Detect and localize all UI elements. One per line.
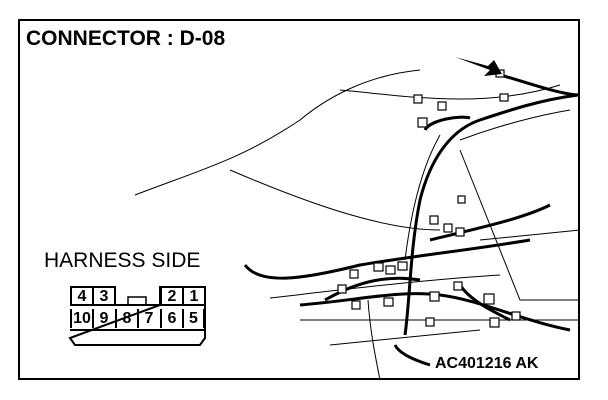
connector-title: CONNECTOR : D-08 (26, 27, 226, 50)
pin-6: 6 (160, 309, 182, 328)
hood-crease (229, 169, 441, 231)
figure-code: AC401216 AK (433, 355, 541, 373)
hood-line (134, 69, 421, 196)
pin-9: 9 (92, 309, 114, 328)
wire-harness (243, 73, 581, 367)
pin-8: 8 (115, 309, 137, 328)
pin-1: 1 (182, 287, 204, 306)
pin-10: 10 (70, 309, 92, 328)
diagram-frame (18, 19, 580, 380)
pin-7: 7 (137, 309, 159, 328)
harness-side-label: HARNESS SIDE (44, 249, 201, 272)
arrow-indicator (455, 57, 502, 76)
pin-2: 2 (160, 287, 182, 306)
connector-latch (127, 296, 147, 305)
pin-3: 3 (92, 287, 114, 306)
pin-5: 5 (182, 309, 205, 328)
pin-4: 4 (70, 287, 92, 306)
